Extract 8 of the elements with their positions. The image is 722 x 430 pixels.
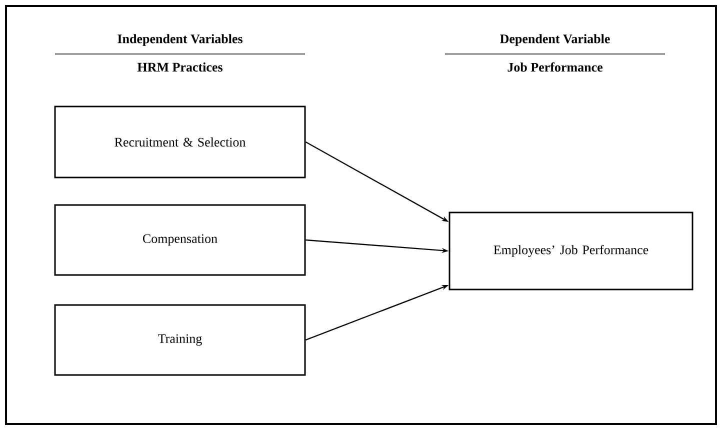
box: Training [54, 304, 306, 376]
heading: HRM Practices [137, 62, 222, 72]
box: Employees’ Job Performance [448, 212, 694, 290]
heading: Independent Variables [118, 34, 242, 46]
box: Recruitment & Selection [54, 106, 306, 178]
heading: Dependent Variable [500, 34, 610, 46]
heading: Job Performance [508, 62, 602, 72]
box: Compensation [54, 204, 306, 276]
